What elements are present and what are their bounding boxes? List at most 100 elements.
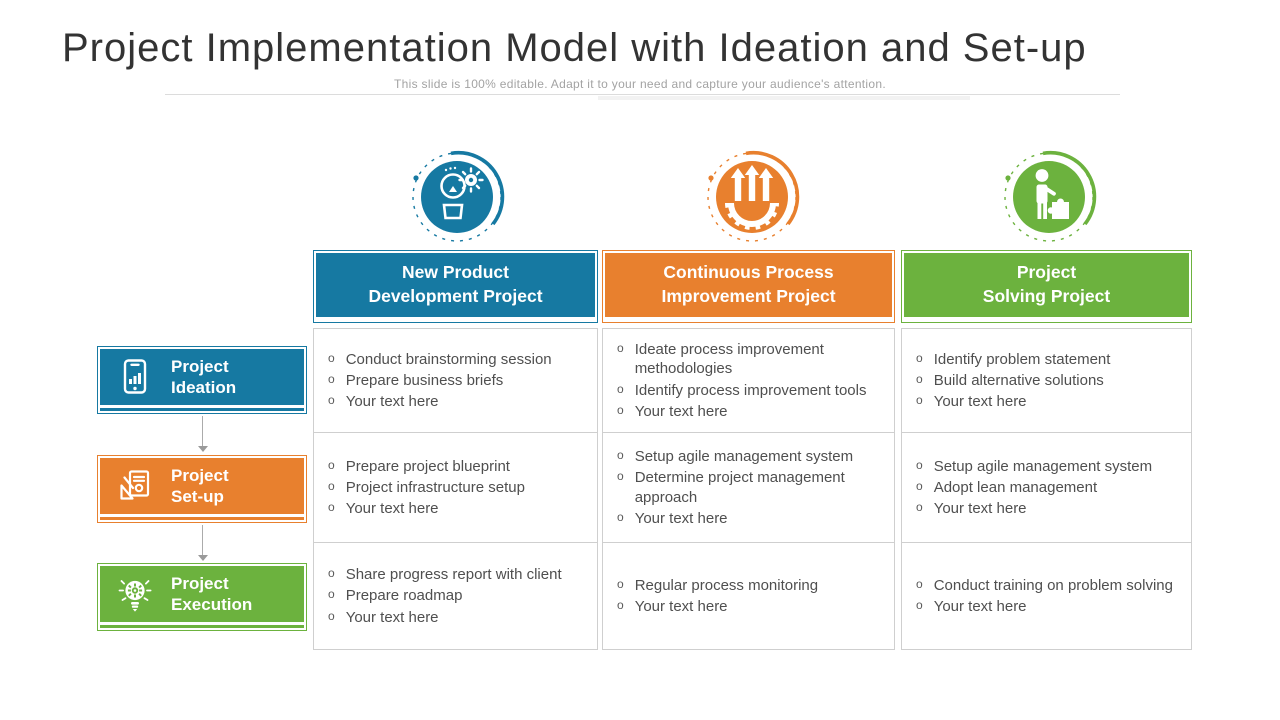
- bulb-gear-icon: [115, 574, 155, 614]
- bullet-list: o Ideate process improvement methodologie…: [617, 338, 878, 422]
- row-header-underline: [100, 408, 304, 411]
- bullet-item: o Conduct training on problem solving: [916, 576, 1175, 595]
- bullet-item: o Your text here: [916, 392, 1175, 411]
- column-header-project-solving: Project Solving Project: [901, 250, 1192, 323]
- row-header-project-ideation: Project Ideation: [97, 346, 307, 414]
- bullet-marker: o: [916, 371, 923, 386]
- bullet-marker: o: [328, 587, 335, 602]
- bullet-marker: o: [916, 478, 923, 493]
- bullet-text: Your text here: [345, 500, 439, 518]
- down-arrow: [197, 525, 208, 561]
- title-divider-accent: [598, 96, 970, 100]
- bullet-marker: o: [328, 457, 335, 472]
- bullet-item: o Prepare project blueprint: [328, 457, 581, 476]
- bullet-text: Your text here: [933, 393, 1027, 411]
- bullet-text: Conduct training on problem solving: [933, 576, 1173, 594]
- bullet-text: Your text here: [933, 598, 1027, 615]
- page-title: Project Implementation Model with Ideati…: [62, 26, 1087, 70]
- row-header-project-execution: Project Execution: [97, 563, 307, 631]
- bullet-marker: o: [328, 350, 335, 365]
- bullet-item: o Identify process improvement tools: [617, 381, 878, 400]
- bullet-text: Prepare project blueprint: [345, 457, 510, 475]
- bullet-marker: o: [617, 381, 624, 396]
- idea-gear-icon: [405, 145, 509, 249]
- bullet-marker: o: [617, 469, 624, 484]
- row-header-underline: [100, 625, 304, 628]
- bullet-text: Your text here: [345, 393, 439, 411]
- slide-subtitle: This slide is 100% editable. Adapt it to…: [394, 77, 886, 91]
- bullet-item: o Your text here: [916, 499, 1175, 518]
- bullet-text: Your text here: [634, 598, 728, 615]
- bullet-item: o Ideate process improvement methodologie…: [617, 340, 878, 378]
- bullet-item: o Adopt lean management: [916, 478, 1175, 497]
- bullet-text: Identify process improvement tools: [634, 381, 867, 399]
- bullet-text: Adopt lean management: [933, 478, 1098, 496]
- bullet-marker: o: [617, 448, 624, 463]
- table-cell: o Ideate process improvement methodologie…: [603, 329, 894, 432]
- bullet-marker: o: [916, 350, 923, 365]
- bullet-item: o Setup agile management system: [617, 447, 878, 466]
- title-divider: [165, 94, 1120, 95]
- table-column-continuous-process: o Ideate process improvement methodologie…: [602, 328, 895, 650]
- person-puzzle-icon: [997, 145, 1101, 249]
- bullet-item: o Your text here: [617, 597, 878, 616]
- column-header-label: Project Solving Project: [904, 253, 1189, 317]
- row-header-label: Project Execution: [171, 573, 253, 614]
- bullet-item: o Identify problem statement: [916, 350, 1175, 369]
- bullet-text: Your text here: [634, 402, 728, 420]
- blueprint-icon: [115, 466, 155, 506]
- bullet-marker: o: [617, 341, 624, 356]
- bullet-text: Ideate process improvement methodologies: [634, 341, 824, 378]
- row-header-underline: [100, 517, 304, 520]
- bullet-text: Your text here: [933, 500, 1027, 518]
- bullet-text: Conduct brainstorming session: [345, 350, 552, 368]
- bullet-marker: o: [617, 576, 624, 591]
- bullet-text: Setup agile management system: [933, 457, 1153, 475]
- bullet-text: Build alternative solutions: [933, 371, 1104, 389]
- row-header-label: Project Ideation: [171, 356, 237, 397]
- bullet-marker: o: [328, 566, 335, 581]
- bullet-marker: o: [328, 608, 335, 623]
- bullet-text: Setup agile management system: [634, 448, 854, 466]
- column-header-label: Continuous Process Improvement Project: [605, 253, 892, 317]
- bullet-text: Identify problem statement: [933, 350, 1111, 368]
- bullet-item: o Setup agile management system: [916, 457, 1175, 476]
- column-header-continuous-process-improvement: Continuous Process Improvement Project: [602, 250, 895, 323]
- bullet-item: o Your text here: [328, 499, 581, 518]
- bullet-marker: o: [328, 500, 335, 515]
- bullet-marker: o: [617, 598, 624, 612]
- bullet-text: Your text here: [345, 608, 439, 626]
- bullet-marker: o: [916, 393, 923, 408]
- bullet-marker: o: [328, 371, 335, 386]
- bullet-item: o Your text here: [328, 608, 581, 627]
- bullet-marker: o: [328, 478, 335, 493]
- bullet-item: o Build alternative solutions: [916, 371, 1175, 390]
- bullet-marker: o: [916, 500, 923, 515]
- gear-arrows-icon: [700, 145, 804, 249]
- bullet-marker: o: [916, 576, 923, 591]
- column-header-label: New Product Development Project: [316, 253, 595, 317]
- bullet-text: Your text here: [634, 509, 728, 527]
- bullet-marker: o: [916, 457, 923, 472]
